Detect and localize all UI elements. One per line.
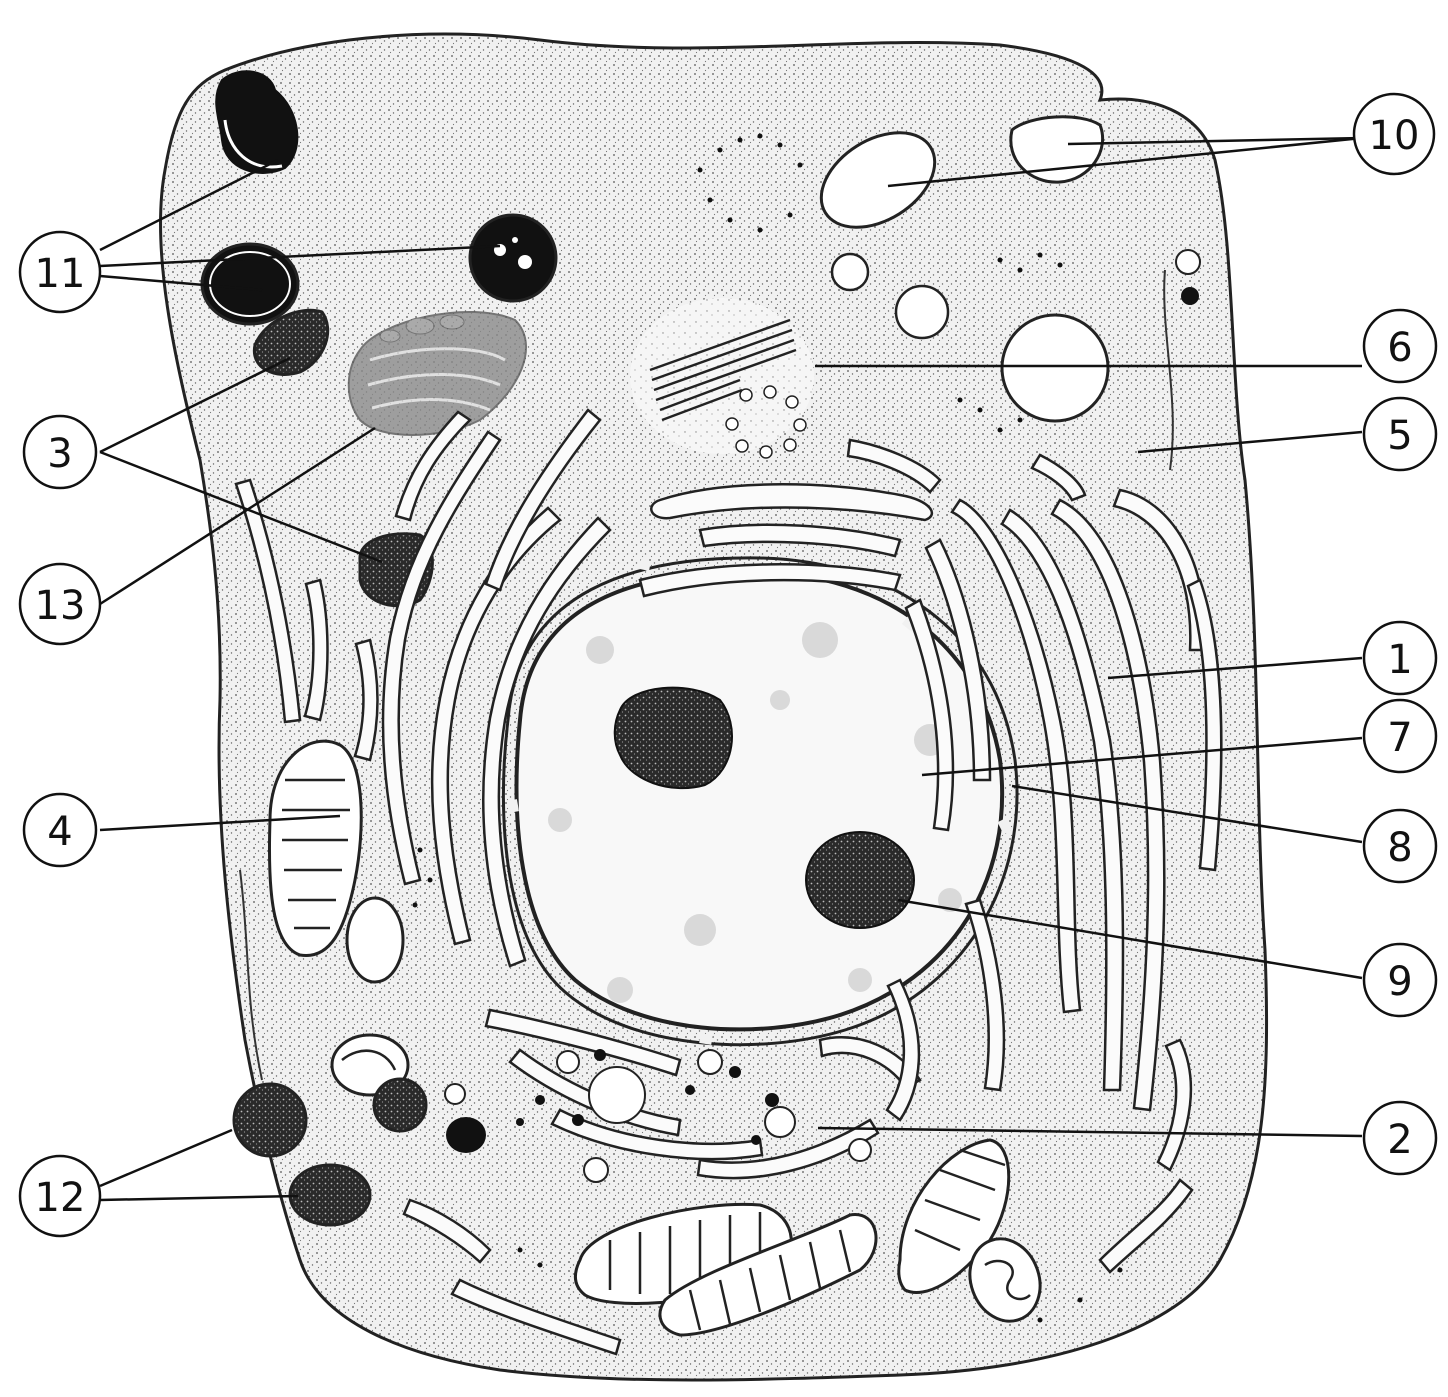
vacuole-small [1176,250,1200,274]
lipid-droplet [234,1084,306,1156]
callout-label-4: 4 [47,809,72,855]
callout-label-3: 3 [47,431,72,477]
callout-6: 6 [1364,310,1436,382]
vacuole-small [896,286,948,338]
callout-label-12: 12 [35,1175,86,1221]
callout-label-5: 5 [1387,413,1412,459]
mitochondrion [347,898,403,982]
vacuole [1002,315,1108,421]
callout-13: 13 [20,564,100,644]
lipid-droplet [374,1079,426,1131]
callout-4: 4 [24,794,96,866]
dense-granule [446,1117,486,1153]
callout-label-1: 1 [1387,637,1412,683]
callout-label-8: 8 [1387,825,1412,871]
callout-3: 3 [24,416,96,488]
callout-label-2: 2 [1387,1117,1412,1163]
granule-spot [518,255,532,269]
callout-7: 7 [1364,700,1436,772]
callout-label-7: 7 [1387,715,1412,761]
lipid-droplet [290,1165,370,1225]
callout-label-6: 6 [1387,325,1412,371]
callout-11: 11 [20,232,100,312]
nucleolus [806,832,914,928]
secretory-granule [470,215,556,301]
callout-2: 2 [1364,1102,1436,1174]
granule [1181,287,1199,305]
callout-label-11: 11 [35,251,86,297]
callout-1: 1 [1364,622,1436,694]
callout-label-13: 13 [35,583,86,629]
callout-9: 9 [1364,944,1436,1016]
callout-12: 12 [20,1156,100,1236]
callout-5: 5 [1364,398,1436,470]
callout-8: 8 [1364,810,1436,882]
callout-label-9: 9 [1387,959,1412,1005]
vacuole-small [832,254,868,290]
callout-label-10: 10 [1369,113,1420,159]
granule-spot [512,237,518,243]
callout-10: 10 [1354,94,1434,174]
